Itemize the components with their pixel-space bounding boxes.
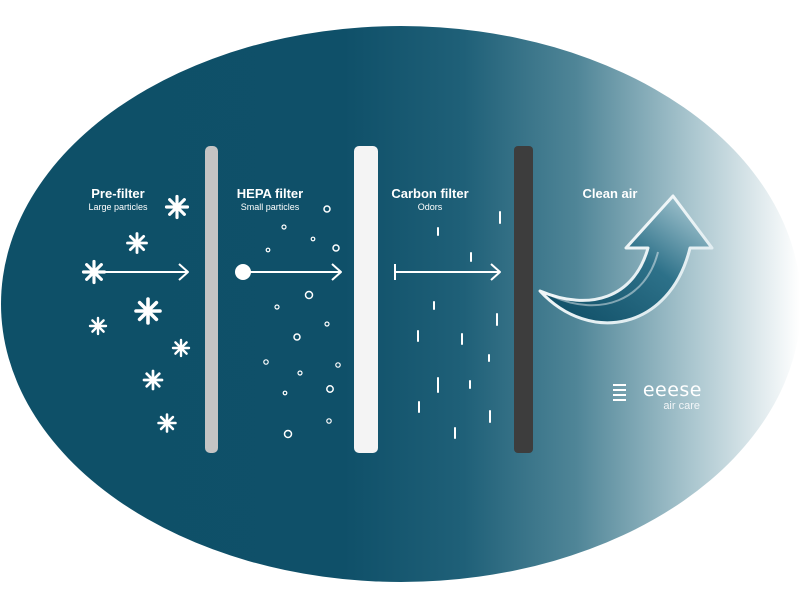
circle-icon — [263, 359, 269, 365]
stacked-lines-icon — [613, 384, 626, 401]
prefilter-flow-arrow — [81, 259, 189, 285]
gray-filter-bar — [205, 146, 218, 453]
circle-icon — [324, 321, 330, 327]
snowflake-icon — [142, 369, 164, 391]
stage-heading-prefilter: Pre-filter Large particles — [58, 186, 178, 213]
circle-icon — [274, 304, 280, 310]
circle-icon — [326, 418, 332, 424]
carbon-flow-arrow — [394, 263, 501, 281]
stage-title: Carbon filter — [391, 186, 469, 201]
circle-icon — [332, 244, 340, 252]
stage-subtitle: Large particles — [88, 202, 148, 212]
brand-logo: eeese air care — [612, 380, 702, 412]
circle-icon — [310, 236, 316, 242]
circle-icon — [235, 264, 251, 280]
circle-icon — [281, 224, 287, 230]
hepa-particles — [263, 205, 341, 439]
snowflake-icon — [126, 232, 148, 254]
circle-icon — [293, 333, 301, 341]
circle-icon — [265, 247, 271, 253]
snowflake-icon — [134, 297, 162, 325]
stage-heading-hepa: HEPA filter Small particles — [210, 186, 330, 213]
dark-filter-bar — [514, 146, 533, 453]
stage-title: Clean air — [582, 186, 638, 201]
brand-name: eeese — [642, 379, 702, 401]
curved-arrow-icon — [538, 194, 714, 325]
stage-title: HEPA filter — [236, 186, 304, 201]
circle-icon — [282, 390, 288, 396]
stage-heading-clean-air: Clean air — [560, 186, 660, 201]
snowflake-icon — [171, 338, 191, 358]
brand-tagline: air care — [663, 400, 700, 412]
circle-icon — [283, 429, 293, 439]
white-filter-bar — [354, 146, 378, 453]
circle-icon — [304, 290, 314, 300]
snowflake-icon — [88, 316, 108, 336]
hepa-flow-arrow — [235, 263, 342, 281]
circle-icon — [323, 205, 331, 213]
snowflake-icon — [157, 413, 177, 433]
stage-heading-carbon: Carbon filter Odors — [370, 186, 490, 213]
circle-icon — [326, 385, 334, 393]
stage-title: Pre-filter — [91, 186, 145, 201]
stage-subtitle: Small particles — [240, 202, 300, 212]
background-ellipse — [1, 26, 800, 582]
stage-subtitle: Odors — [417, 202, 443, 212]
circle-icon — [297, 370, 303, 376]
circle-icon — [335, 362, 341, 368]
carbon-particles — [417, 211, 501, 439]
